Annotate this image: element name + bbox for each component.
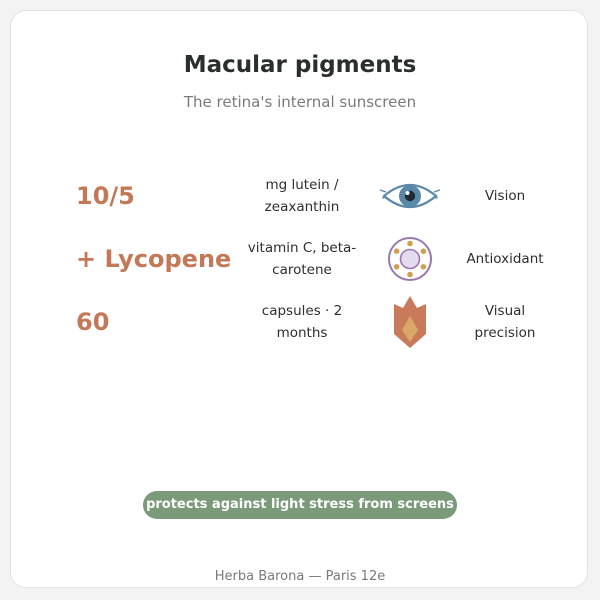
eye-icon (372, 166, 448, 226)
dosage-description: mg lutein / zeaxanthin (264, 177, 340, 215)
benefit-label: Antioxidant (466, 251, 544, 267)
page-title: Macular pigments (183, 52, 417, 78)
page-subtitle: The retina's internal sunscreen (183, 93, 417, 111)
quantity-value: 60 (76, 308, 110, 336)
flame-icon (372, 292, 448, 352)
benefit-label: Vision (484, 188, 526, 204)
ingredient-value: + Lycopene (76, 245, 232, 273)
antioxidant-molecule-icon (372, 229, 448, 289)
feature-row-vision: 10/5 mg lutein / zeaxanthin Vision (0, 166, 600, 226)
dosage-value: 10/5 (76, 182, 135, 210)
benefit-badge: protects against light stress from scree… (143, 491, 457, 519)
ingredient-description: vitamin C, beta-carotene (247, 240, 357, 278)
feature-row-antioxidant: + Lycopene vitamin C, beta-carotene Anti… (0, 229, 600, 289)
footer-brand: Herba Barona — Paris 12e (214, 569, 386, 584)
quantity-description: capsules · 2 months (261, 303, 343, 341)
benefit-label: Visual precision (474, 303, 536, 341)
feature-row-precision: 60 capsules · 2 months Visual precision (0, 292, 600, 352)
